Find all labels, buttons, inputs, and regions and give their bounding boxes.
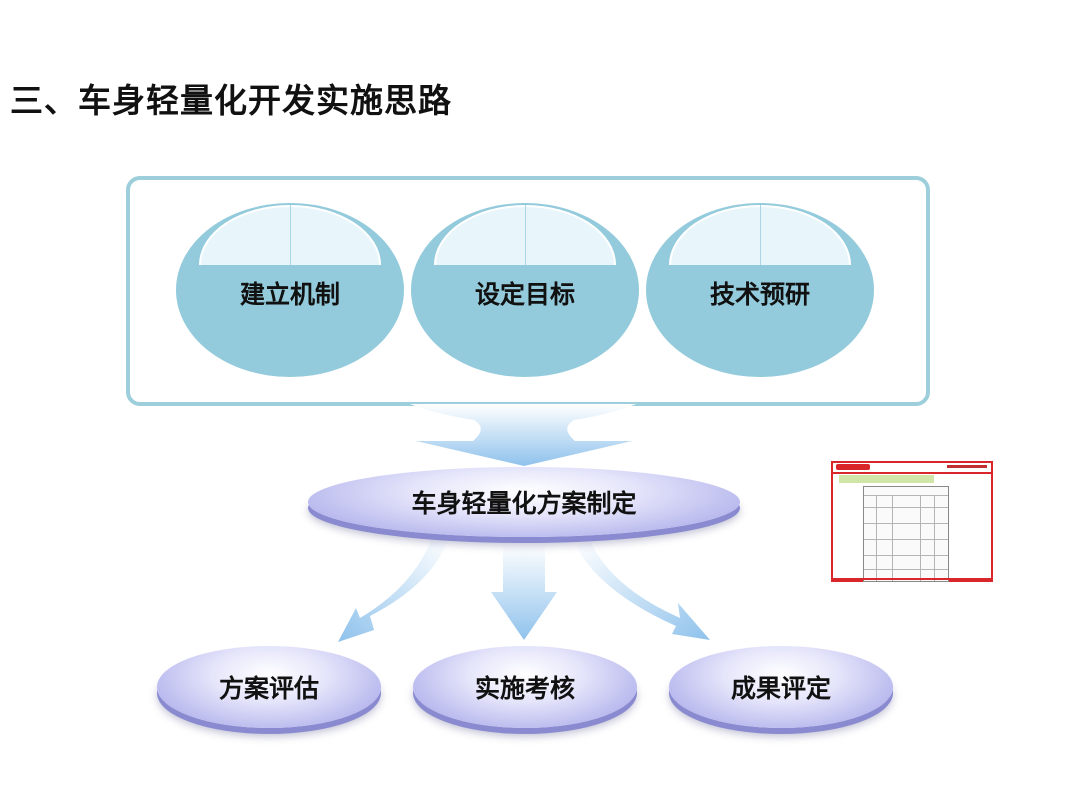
- oval-highlight: [668, 205, 852, 265]
- funnel-arrow: [410, 404, 636, 466]
- flowchart-thumbnail[interactable]: [831, 461, 993, 582]
- oval-label: 技术预研: [709, 280, 810, 309]
- disc-label: 车身轻量化方案制定: [411, 489, 637, 518]
- disc-implementation-assessment: 实施考核: [413, 646, 637, 728]
- oval-label: 建立机制: [239, 280, 340, 309]
- thumbnail-heading-bar: [839, 475, 934, 483]
- oval-tech-research: 技术预研: [646, 203, 874, 377]
- disc-result-evaluation: 成果评定: [669, 646, 893, 728]
- flowchart-sheet: [863, 486, 949, 582]
- oval-highlight: [198, 205, 382, 265]
- page-title: 三、车身轻量化开发实施思路: [10, 81, 452, 120]
- disc-label: 方案评估: [218, 674, 319, 703]
- disc-plan-formulation: 车身轻量化方案制定: [308, 467, 740, 537]
- down-arrow-center: [491, 544, 557, 640]
- brand-logo-icon: [836, 464, 870, 470]
- slogan-mark: [947, 465, 987, 468]
- thumbnail-footer: [833, 578, 991, 580]
- curved-arrow-right: [576, 541, 710, 640]
- disc-label: 实施考核: [474, 674, 575, 703]
- disc-plan-evaluation: 方案评估: [157, 646, 381, 728]
- oval-establish-mechanism: 建立机制: [176, 203, 404, 377]
- thumbnail-header: [833, 463, 991, 474]
- oval-set-targets: 设定目标: [411, 203, 639, 377]
- curved-arrow-left: [338, 538, 448, 642]
- oval-highlight: [433, 205, 617, 265]
- oval-label: 设定目标: [474, 280, 575, 309]
- disc-label: 成果评定: [730, 674, 831, 703]
